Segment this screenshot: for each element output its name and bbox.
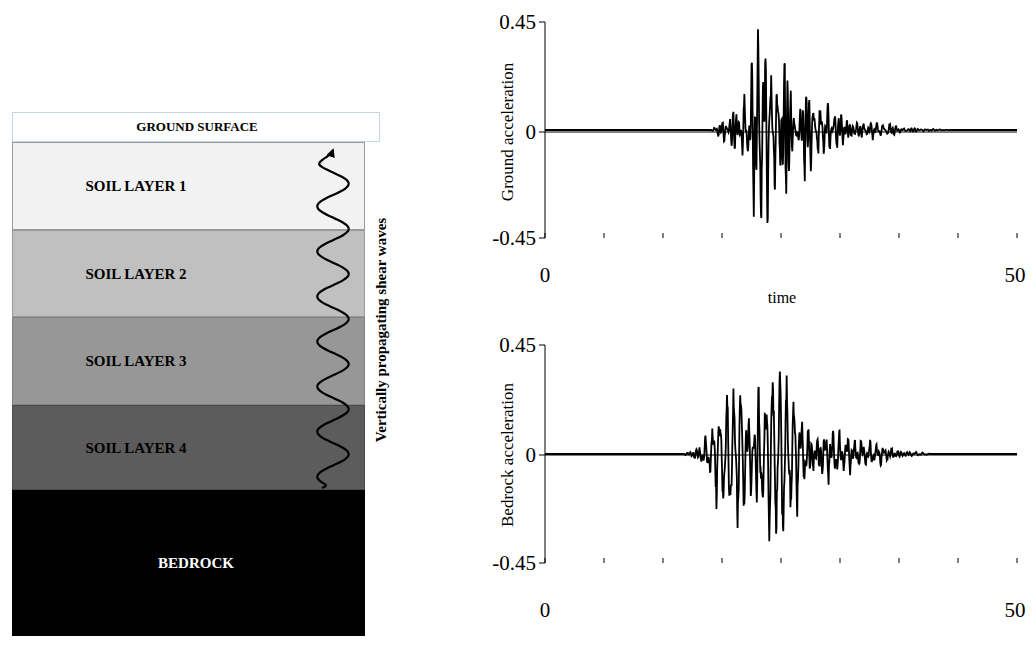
tick-label: 0 — [526, 443, 537, 468]
tick-label: 0.45 — [499, 10, 536, 35]
x-tick — [545, 233, 546, 238]
x-tick — [840, 233, 841, 238]
bedrock-chart — [539, 345, 1017, 563]
x-tick — [899, 558, 900, 563]
y-tick — [539, 132, 545, 133]
soil-layer-band: SOIL LAYER 2 — [12, 230, 365, 317]
x-tick — [1017, 558, 1018, 563]
tick-label: 0 — [526, 120, 537, 145]
x-tick — [604, 558, 605, 563]
x-tick — [781, 233, 782, 238]
layer-label: BEDROCK — [158, 555, 234, 572]
acceleration-trace — [545, 372, 1017, 542]
soil-layer-band: SOIL LAYER 1 — [12, 142, 365, 230]
layer-label: SOIL LAYER 2 — [85, 265, 186, 282]
tick-label: -0.45 — [492, 551, 536, 576]
layer-label: SOIL LAYER 1 — [85, 178, 186, 195]
x-tick — [722, 558, 723, 563]
layer-label: GROUND SURFACE — [136, 119, 257, 135]
ground-chart — [539, 22, 1017, 238]
tick-label: -0.45 — [492, 226, 536, 251]
x-tick — [781, 558, 782, 563]
y-tick — [539, 345, 545, 346]
axis-title: Bedrock acceleration — [498, 383, 518, 527]
tick-label: 0 — [540, 598, 551, 623]
tick-label: 0.45 — [499, 333, 536, 358]
tick-label: 50 — [1005, 598, 1026, 623]
x-tick — [958, 558, 959, 563]
y-tick — [539, 238, 545, 239]
soil-layer-band: SOIL LAYER 3 — [12, 317, 365, 405]
x-tick — [663, 558, 664, 563]
y-tick — [539, 22, 545, 23]
y-tick — [539, 455, 545, 456]
soil-layer-band: SOIL LAYER 4 — [12, 405, 365, 490]
ground-surface-box: GROUND SURFACE — [12, 112, 380, 142]
axis-title: time — [768, 289, 796, 307]
tick-label: 0 — [540, 263, 551, 288]
x-tick — [840, 558, 841, 563]
layer-label: SOIL LAYER 3 — [85, 353, 186, 370]
x-tick — [663, 233, 664, 238]
tick-label: 50 — [1005, 263, 1026, 288]
x-tick — [1017, 233, 1018, 238]
x-tick — [958, 233, 959, 238]
bedrock-band: BEDROCK — [12, 490, 365, 636]
axis-title: Vertically propagating shear waves — [373, 218, 390, 442]
x-tick — [545, 558, 546, 563]
acceleration-trace — [545, 29, 1017, 223]
shear-wave-arrow — [317, 150, 348, 488]
x-tick — [899, 233, 900, 238]
axis-title: Ground acceleration — [498, 63, 518, 201]
x-tick — [722, 233, 723, 238]
layer-label: SOIL LAYER 4 — [85, 439, 186, 456]
x-tick — [604, 233, 605, 238]
y-tick — [539, 563, 545, 564]
